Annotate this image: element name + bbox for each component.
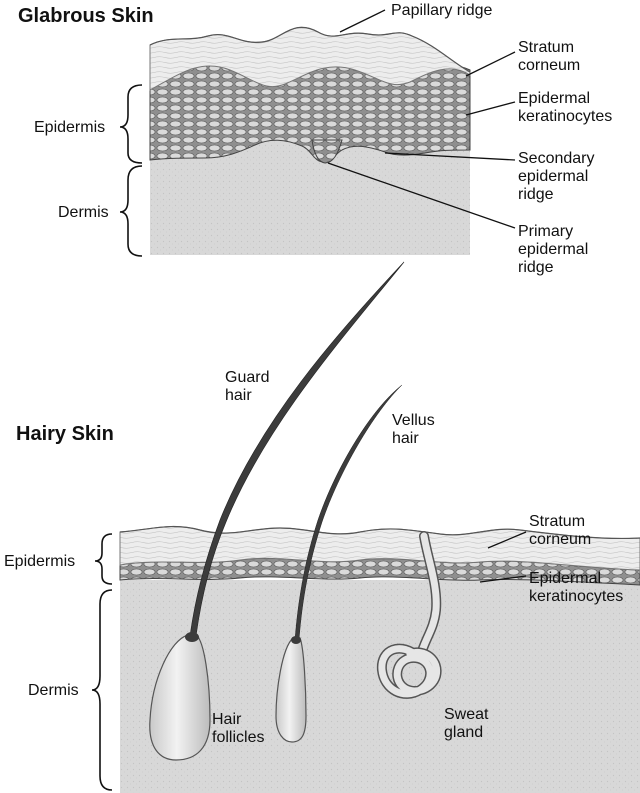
label-sweat-gland: Sweat gland <box>444 706 493 741</box>
vellus-hair-follicle <box>275 637 307 743</box>
brace-dermis-hairy <box>91 589 113 791</box>
label-dermis-glabrous: Dermis <box>58 204 109 221</box>
hairy-skin-block <box>119 261 640 793</box>
glabrous-surface-line <box>149 26 471 73</box>
label-stratum-corneum-glabrous: Stratum corneum <box>518 39 580 74</box>
leader-keratinocytes-hairy <box>479 575 527 583</box>
hairy-title: Hairy Skin <box>16 423 114 445</box>
guard-hair-bulb <box>185 632 199 642</box>
leader-primary-ridge <box>327 162 516 229</box>
label-epidermal-keratinocytes-glabrous: Epidermal keratinocytes <box>518 90 612 125</box>
label-primary-epidermal-ridge: Primary epidermal ridge <box>518 223 593 276</box>
glabrous-skin-block <box>149 26 471 255</box>
label-stratum-corneum-hairy: Stratum corneum <box>529 513 591 548</box>
guard-hair <box>189 261 405 637</box>
brace-dermis-glabrous <box>119 165 143 257</box>
label-vellus-hair: Vellus hair <box>392 412 439 447</box>
vellus-hair-bulb <box>291 636 301 644</box>
guard-hair-follicle <box>149 634 211 761</box>
label-dermis-hairy: Dermis <box>28 682 79 699</box>
leader-stratum-corneum-hairy <box>487 531 527 549</box>
leader-stratum-corneum-glabrous <box>465 51 516 77</box>
label-secondary-epidermal-ridge: Secondary epidermal ridge <box>518 150 599 203</box>
label-guard-hair: Guard hair <box>225 369 274 404</box>
label-epidermis-hairy: Epidermis <box>4 553 75 570</box>
leader-secondary-ridge <box>384 152 516 161</box>
label-hair-follicles: Hair follicles <box>212 711 264 746</box>
sweat-gland-duct-inner <box>416 532 440 662</box>
glabrous-title: Glabrous Skin <box>18 5 154 27</box>
leader-papillary-ridge <box>339 9 386 33</box>
label-epidermal-keratinocytes-hairy: Epidermal keratinocytes <box>529 570 623 605</box>
leader-keratinocytes-glabrous <box>465 101 516 116</box>
primary-epidermal-ridge-shape <box>311 139 343 164</box>
label-papillary-ridge: Papillary ridge <box>391 2 492 19</box>
brace-epidermis-glabrous <box>119 84 143 164</box>
brace-epidermis-hairy <box>94 533 113 585</box>
sweat-gland-coil <box>376 643 442 699</box>
hairy-surface-line <box>119 525 640 540</box>
label-epidermis-glabrous: Epidermis <box>34 119 105 136</box>
